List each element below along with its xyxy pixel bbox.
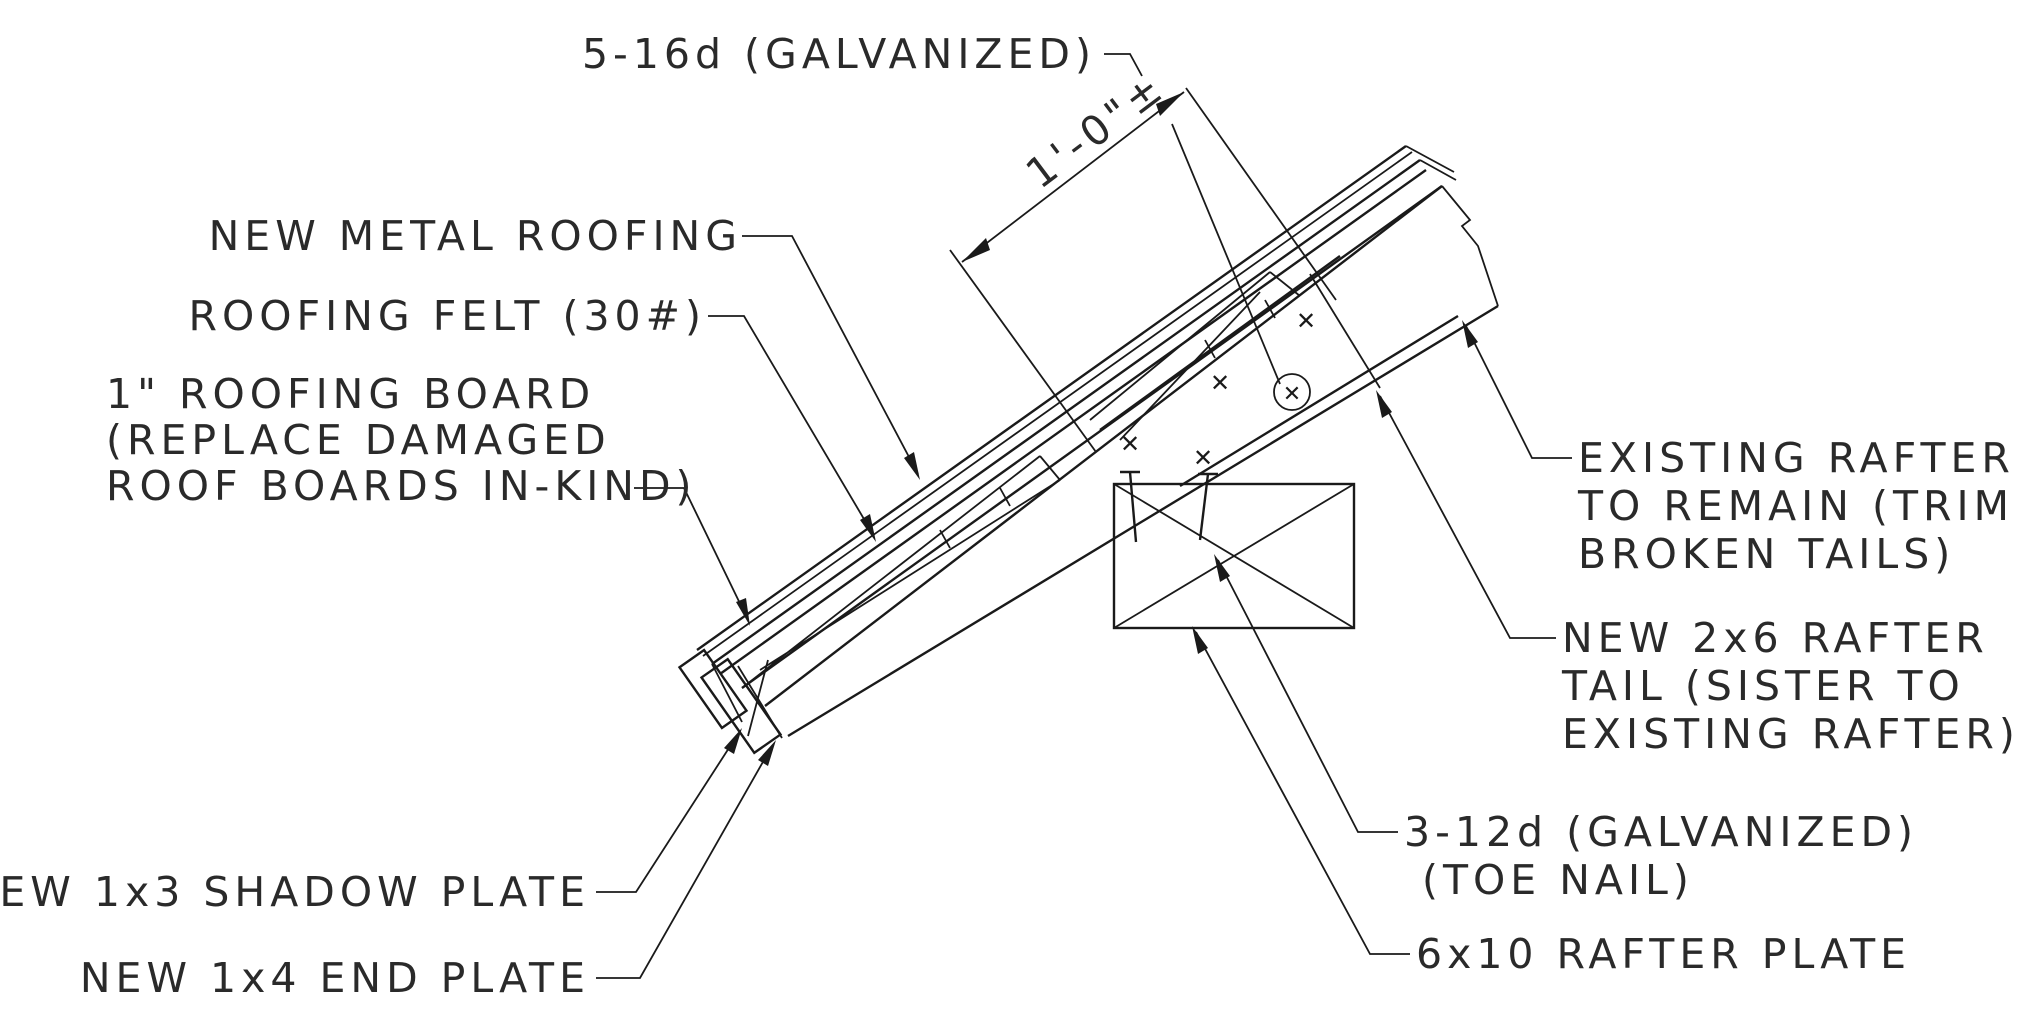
label-shadow-plate: NEW 1x3 SHADOW PLATE [0,868,590,916]
roof-board-top-line [719,169,1427,675]
leader-board-arrow [736,598,750,626]
label-end-plate: NEW 1x4 END PLATE [80,954,590,1002]
leader-existing-rafter-arrow [1462,320,1478,348]
leader-new-rafter-arrow [1376,390,1392,418]
nail-16d-mark-4: ✕ [1193,444,1213,472]
nail-16d-mark-1: ✕ [1296,307,1316,335]
label-metal-roofing: NEW METAL ROOFING [209,212,742,260]
toe-nail-1 [1128,471,1138,543]
leader-shadow-plate [596,733,739,893]
dimension-ext-right [1185,87,1337,301]
shadow-plate-1x3 [677,648,749,730]
dimension-ext-left [949,249,1097,453]
leader-roofing-felt [708,315,875,537]
metal-roofing-line-2 [702,151,1413,657]
leader-felt-arrow [860,514,876,542]
metal-roofing-line [696,145,1407,651]
new-rafter-tail-top [1099,255,1341,431]
dimension-arrow-left [962,238,990,262]
label-existing-rafter-1: EXISTING RAFTER [1578,434,2015,482]
label-new-rafter-tail-2: TAIL (SISTER TO [1561,662,1965,710]
roof-board-bottom-line [741,185,1443,689]
label-existing-rafter-3: BROKEN TAILS) [1578,530,1955,578]
rafter-plate-diag-2 [1113,483,1355,629]
label-new-rafter-tail-1: NEW 2x6 RAFTER [1562,614,1989,662]
label-roofing-felt: ROOFING FELT (30#) [189,292,706,340]
leader-lines [596,53,1572,979]
label-new-rafter-tail-3: EXISTING RAFTER) [1562,710,2020,758]
leader-12d [1217,559,1398,833]
new-rafter-tail-end [1309,273,1381,389]
nail-16d-mark-2: ✕ [1210,369,1230,397]
leader-12d-arrow [1214,554,1230,582]
toe-nail-2 [1198,473,1210,541]
label-existing-rafter-2: TO REMAIN (TRIM [1577,482,2014,530]
label-nails-12d-1: 3-12d (GALVANIZED) [1404,808,1918,856]
leader-end-plate [596,745,773,979]
label-nails-12d-2: (TOE NAIL) [1422,856,1694,904]
leader-rafter-plate [1195,631,1410,955]
shadow-plate-x [711,663,743,723]
leader-16d [1104,53,1143,77]
new-rafter-tail-bottom [1179,314,1459,488]
rafter-bottom-edge [787,304,1499,738]
leader-end-plate-arrow [758,740,776,766]
nail-16d-mark-3: ✕ [1120,430,1140,458]
label-rafter-plate: 6x10 RAFTER PLATE [1416,930,1911,978]
leader-16d-diag [1171,123,1281,385]
roofing-top-extension [1405,145,1455,173]
eave-plates [677,648,783,755]
nail-16d-circled [1273,373,1311,411]
nails-12d-toe [1120,470,1218,543]
callout-labels: 5-16d (GALVANIZED) NEW METAL ROOFING ROO… [0,30,2020,1002]
dimension-1ft: 1'-0"± [949,62,1337,453]
rafter-plate-outline [1112,482,1356,630]
roof-board-hatch [741,271,1301,689]
leader-rafter-plate-arrow [1192,626,1208,654]
leader-new-rafter-tail [1379,395,1556,639]
roof-board-joints [939,299,1276,549]
end-plate-1x4 [699,657,783,755]
end-plate-x-2 [747,659,769,737]
leader-shadow-plate-arrow [724,728,742,754]
label-nails-16d: 5-16d (GALVANIZED) [582,30,1096,78]
nail-16d-mark-5: ✕ [1283,382,1301,407]
leader-roofing-board [634,487,749,621]
leader-metal-roofing-arrow [904,452,920,480]
nails-16d: ✕ ✕ ✕ ✕ ✕ [1120,307,1316,472]
roof-assembly: ✕ ✕ ✕ ✕ ✕ [677,145,1499,755]
dimension-arrow-right [1156,92,1184,116]
label-roofing-board-2: (REPLACE DAMAGED [106,416,611,464]
dimension-line [961,91,1185,263]
label-roofing-board-1: 1" ROOFING BOARD [106,370,595,418]
leader-existing-rafter [1465,325,1572,459]
dimension-text: 1'-0"± [1017,62,1175,197]
roofing-top-extension-2 [1419,159,1457,181]
rafter-break-mark [1441,185,1499,307]
end-plate-x [737,665,783,739]
rafter-top-edge [764,185,1443,707]
rafter-plate-6x10 [1112,482,1356,630]
label-roofing-board-3: ROOF BOARDS IN-KIND) [106,462,697,510]
leader-metal-roofing [742,235,919,475]
